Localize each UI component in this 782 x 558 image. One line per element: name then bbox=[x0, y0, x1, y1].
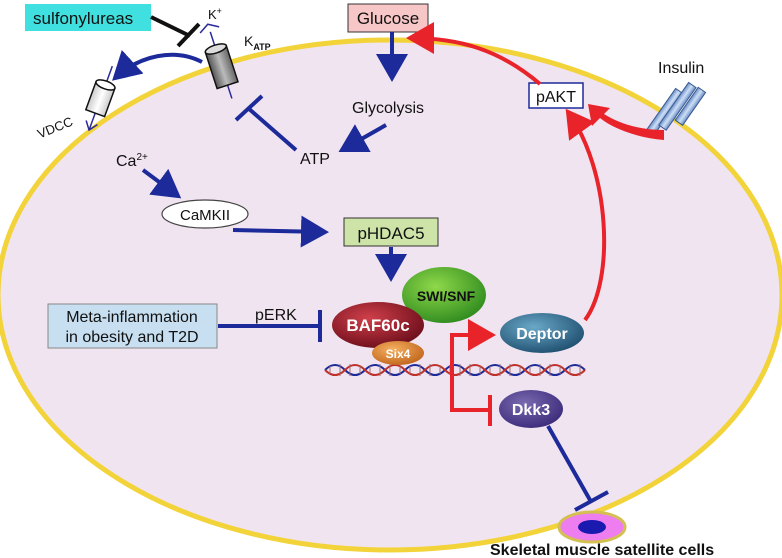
k-plus-label: K+ bbox=[208, 6, 222, 22]
phdac5-box bbox=[343, 217, 439, 247]
atp-label: ATP bbox=[300, 151, 330, 168]
sulfonylureas-label: sulfonylureas bbox=[33, 9, 133, 28]
sulfonylureas-inhibition-bar bbox=[176, 22, 201, 48]
camkii-label: CaMKII bbox=[180, 207, 230, 224]
sulfonylureas-box bbox=[25, 4, 151, 31]
pakt-to-glucose-arrow bbox=[406, 22, 542, 86]
katp-channel-icon bbox=[199, 23, 239, 99]
phdac5-label: pHDAC5 bbox=[357, 224, 424, 243]
deptor-label: Deptor bbox=[516, 326, 568, 343]
dna-to-deptor-arrow bbox=[450, 319, 496, 372]
atp-inhibition-bar bbox=[234, 94, 264, 122]
dkk3-label: Dkk3 bbox=[512, 402, 550, 419]
sulfonylureas-inhibition-line bbox=[150, 15, 191, 38]
swi-snf-label: SWI/SNF bbox=[417, 288, 476, 304]
dna-helix-icon bbox=[324, 364, 586, 376]
dkk3-node bbox=[499, 390, 563, 428]
insulin-to-pakt-arrow bbox=[588, 104, 664, 140]
dna-to-dkk3-inhibition bbox=[450, 372, 488, 412]
swi-snf-node bbox=[402, 267, 486, 323]
six4-node bbox=[372, 341, 424, 365]
deptor-node bbox=[500, 313, 584, 353]
baf60c-node bbox=[332, 302, 424, 348]
perk-label: pERK bbox=[255, 307, 297, 324]
meta-inflammation-box bbox=[47, 303, 218, 349]
calcium-label: Ca2+ bbox=[116, 152, 148, 170]
glycolysis-label: Glycolysis bbox=[352, 100, 424, 117]
glucose-label: Glucose bbox=[357, 9, 419, 28]
insulin-label: Insulin bbox=[658, 60, 704, 77]
calcium-to-camkii-arrow bbox=[141, 168, 182, 199]
atp-inhibition-line bbox=[246, 106, 298, 152]
pakt-box bbox=[528, 82, 584, 109]
pakt-label: pAKT bbox=[536, 89, 576, 106]
camkii-node bbox=[161, 199, 249, 229]
satellite-label: Skeletal muscle satellite cells bbox=[490, 542, 714, 558]
meta-inflammation-line1: Meta-inflammation bbox=[66, 309, 198, 326]
baf60c-label: BAF60c bbox=[346, 316, 409, 335]
six4-label: Six4 bbox=[386, 347, 411, 361]
meta-inflammation-line2: in obesity and T2D bbox=[65, 329, 198, 346]
vdcc-channel-icon bbox=[84, 65, 116, 132]
dkk3-to-satellite-bar bbox=[574, 490, 609, 512]
satellite-cell-icon bbox=[557, 510, 627, 544]
camkii-to-phdac5-arrow bbox=[232, 215, 329, 248]
dkk3-to-satellite-line bbox=[546, 425, 592, 501]
vdcc-label: VDCC bbox=[35, 114, 75, 142]
deptor-to-pakt-arrow bbox=[565, 108, 607, 322]
glycolysis-to-atp-arrow bbox=[338, 123, 387, 153]
katp-label: KATP bbox=[244, 33, 271, 52]
katp-to-vdcc-arrow bbox=[112, 49, 203, 81]
insulin-receptor-icon bbox=[645, 81, 707, 137]
